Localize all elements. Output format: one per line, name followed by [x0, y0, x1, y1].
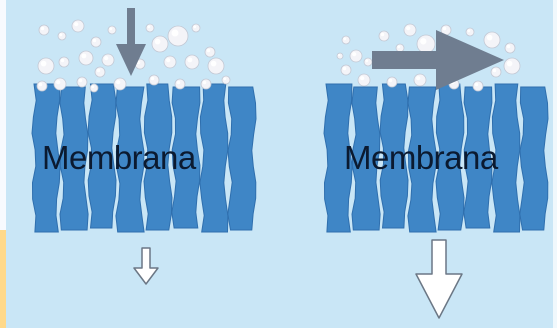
bubble-highlight [507, 61, 513, 67]
bubble [473, 81, 483, 91]
bubble [95, 67, 105, 77]
bubble-highlight [41, 61, 47, 67]
bubble [414, 74, 426, 86]
bubble-highlight [147, 25, 150, 28]
bubble [90, 84, 98, 92]
bubble-highlight [39, 83, 43, 87]
bubble [58, 32, 66, 40]
bubble [114, 78, 126, 90]
membrane-strip [228, 87, 256, 230]
bubble [491, 67, 501, 77]
membrane-strip [520, 87, 548, 230]
bubble [108, 26, 116, 34]
bubble-highlight [155, 39, 161, 45]
bubble [185, 55, 199, 69]
bubble [39, 25, 49, 35]
bubble-highlight [172, 30, 179, 37]
bubble-highlight [343, 37, 346, 40]
bubble [396, 44, 404, 52]
bubble-highlight [467, 29, 470, 32]
bubble [146, 24, 154, 32]
bubble-highlight [93, 39, 97, 43]
bubble [91, 37, 101, 47]
bubble [364, 58, 372, 66]
bubble [59, 57, 69, 67]
bubble [222, 76, 230, 84]
bubble [37, 81, 47, 91]
bubble [205, 47, 215, 57]
bubble [168, 26, 188, 46]
bubble [79, 51, 93, 65]
arrow-down-outline-icon-right [416, 240, 462, 318]
bubble-highlight [116, 80, 120, 84]
bubble [208, 58, 224, 74]
bubble-highlight [109, 27, 112, 30]
bubble-highlight [61, 59, 65, 63]
bubble-highlight [151, 77, 155, 81]
bubble-highlight [397, 45, 400, 48]
bubble-highlight [487, 35, 493, 41]
bubble-highlight [56, 80, 60, 84]
bubble [192, 24, 200, 32]
bubble-highlight [406, 26, 410, 30]
bubble [201, 79, 211, 89]
bubble-highlight [187, 57, 192, 62]
bubble [149, 75, 159, 85]
membrane-label-left: Membrana [42, 138, 196, 178]
bubble-highlight [365, 59, 368, 62]
bubble-highlight [211, 61, 217, 67]
membrane-strip [200, 84, 228, 232]
bubble-highlight [74, 22, 78, 26]
bubble-highlight [81, 53, 86, 58]
bubble [417, 35, 435, 53]
bubble [337, 53, 343, 59]
bubble-highlight [507, 45, 511, 49]
bubble-highlight [352, 52, 356, 56]
bubble-highlight [493, 69, 497, 73]
bubble [466, 28, 474, 36]
bubble-highlight [41, 27, 45, 31]
bubble-highlight [97, 69, 101, 73]
bubble-highlight [416, 76, 420, 80]
bubble-highlight [475, 83, 479, 87]
arrow-down-outline-icon-left [134, 248, 158, 284]
bubble [504, 58, 520, 74]
bubble-highlight [360, 76, 364, 80]
bubble [54, 78, 66, 90]
bubble-highlight [389, 79, 393, 83]
bubble-highlight [203, 81, 207, 85]
bubble [387, 77, 397, 87]
bubble-highlight [207, 49, 211, 53]
bubble-highlight [104, 56, 108, 60]
bubble-highlight [59, 33, 62, 36]
bubble [505, 43, 515, 53]
bubble-highlight [381, 33, 385, 37]
bubble-highlight [343, 67, 347, 71]
bubble [358, 74, 370, 86]
bubble [152, 36, 168, 52]
bubble [38, 58, 54, 74]
bubble [350, 50, 362, 62]
bubble [342, 36, 350, 44]
bubble-highlight [443, 27, 447, 31]
bubble-highlight [79, 79, 83, 83]
bubble-highlight [193, 25, 196, 28]
bubble [164, 56, 176, 68]
bubble [72, 20, 84, 32]
bubble-highlight [177, 81, 181, 85]
bubble [175, 79, 185, 89]
bubble-highlight [91, 85, 94, 88]
bubble [404, 24, 416, 36]
bubble-highlight [166, 58, 170, 62]
bubble [379, 31, 389, 41]
membrane-label-right: Membrana [344, 138, 498, 178]
bubble [102, 54, 114, 66]
bubble [484, 32, 500, 48]
bubble [77, 77, 87, 87]
bubble-highlight [420, 38, 426, 44]
bubble [341, 65, 351, 75]
bubble-highlight [338, 54, 340, 56]
bubble-highlight [223, 77, 226, 80]
